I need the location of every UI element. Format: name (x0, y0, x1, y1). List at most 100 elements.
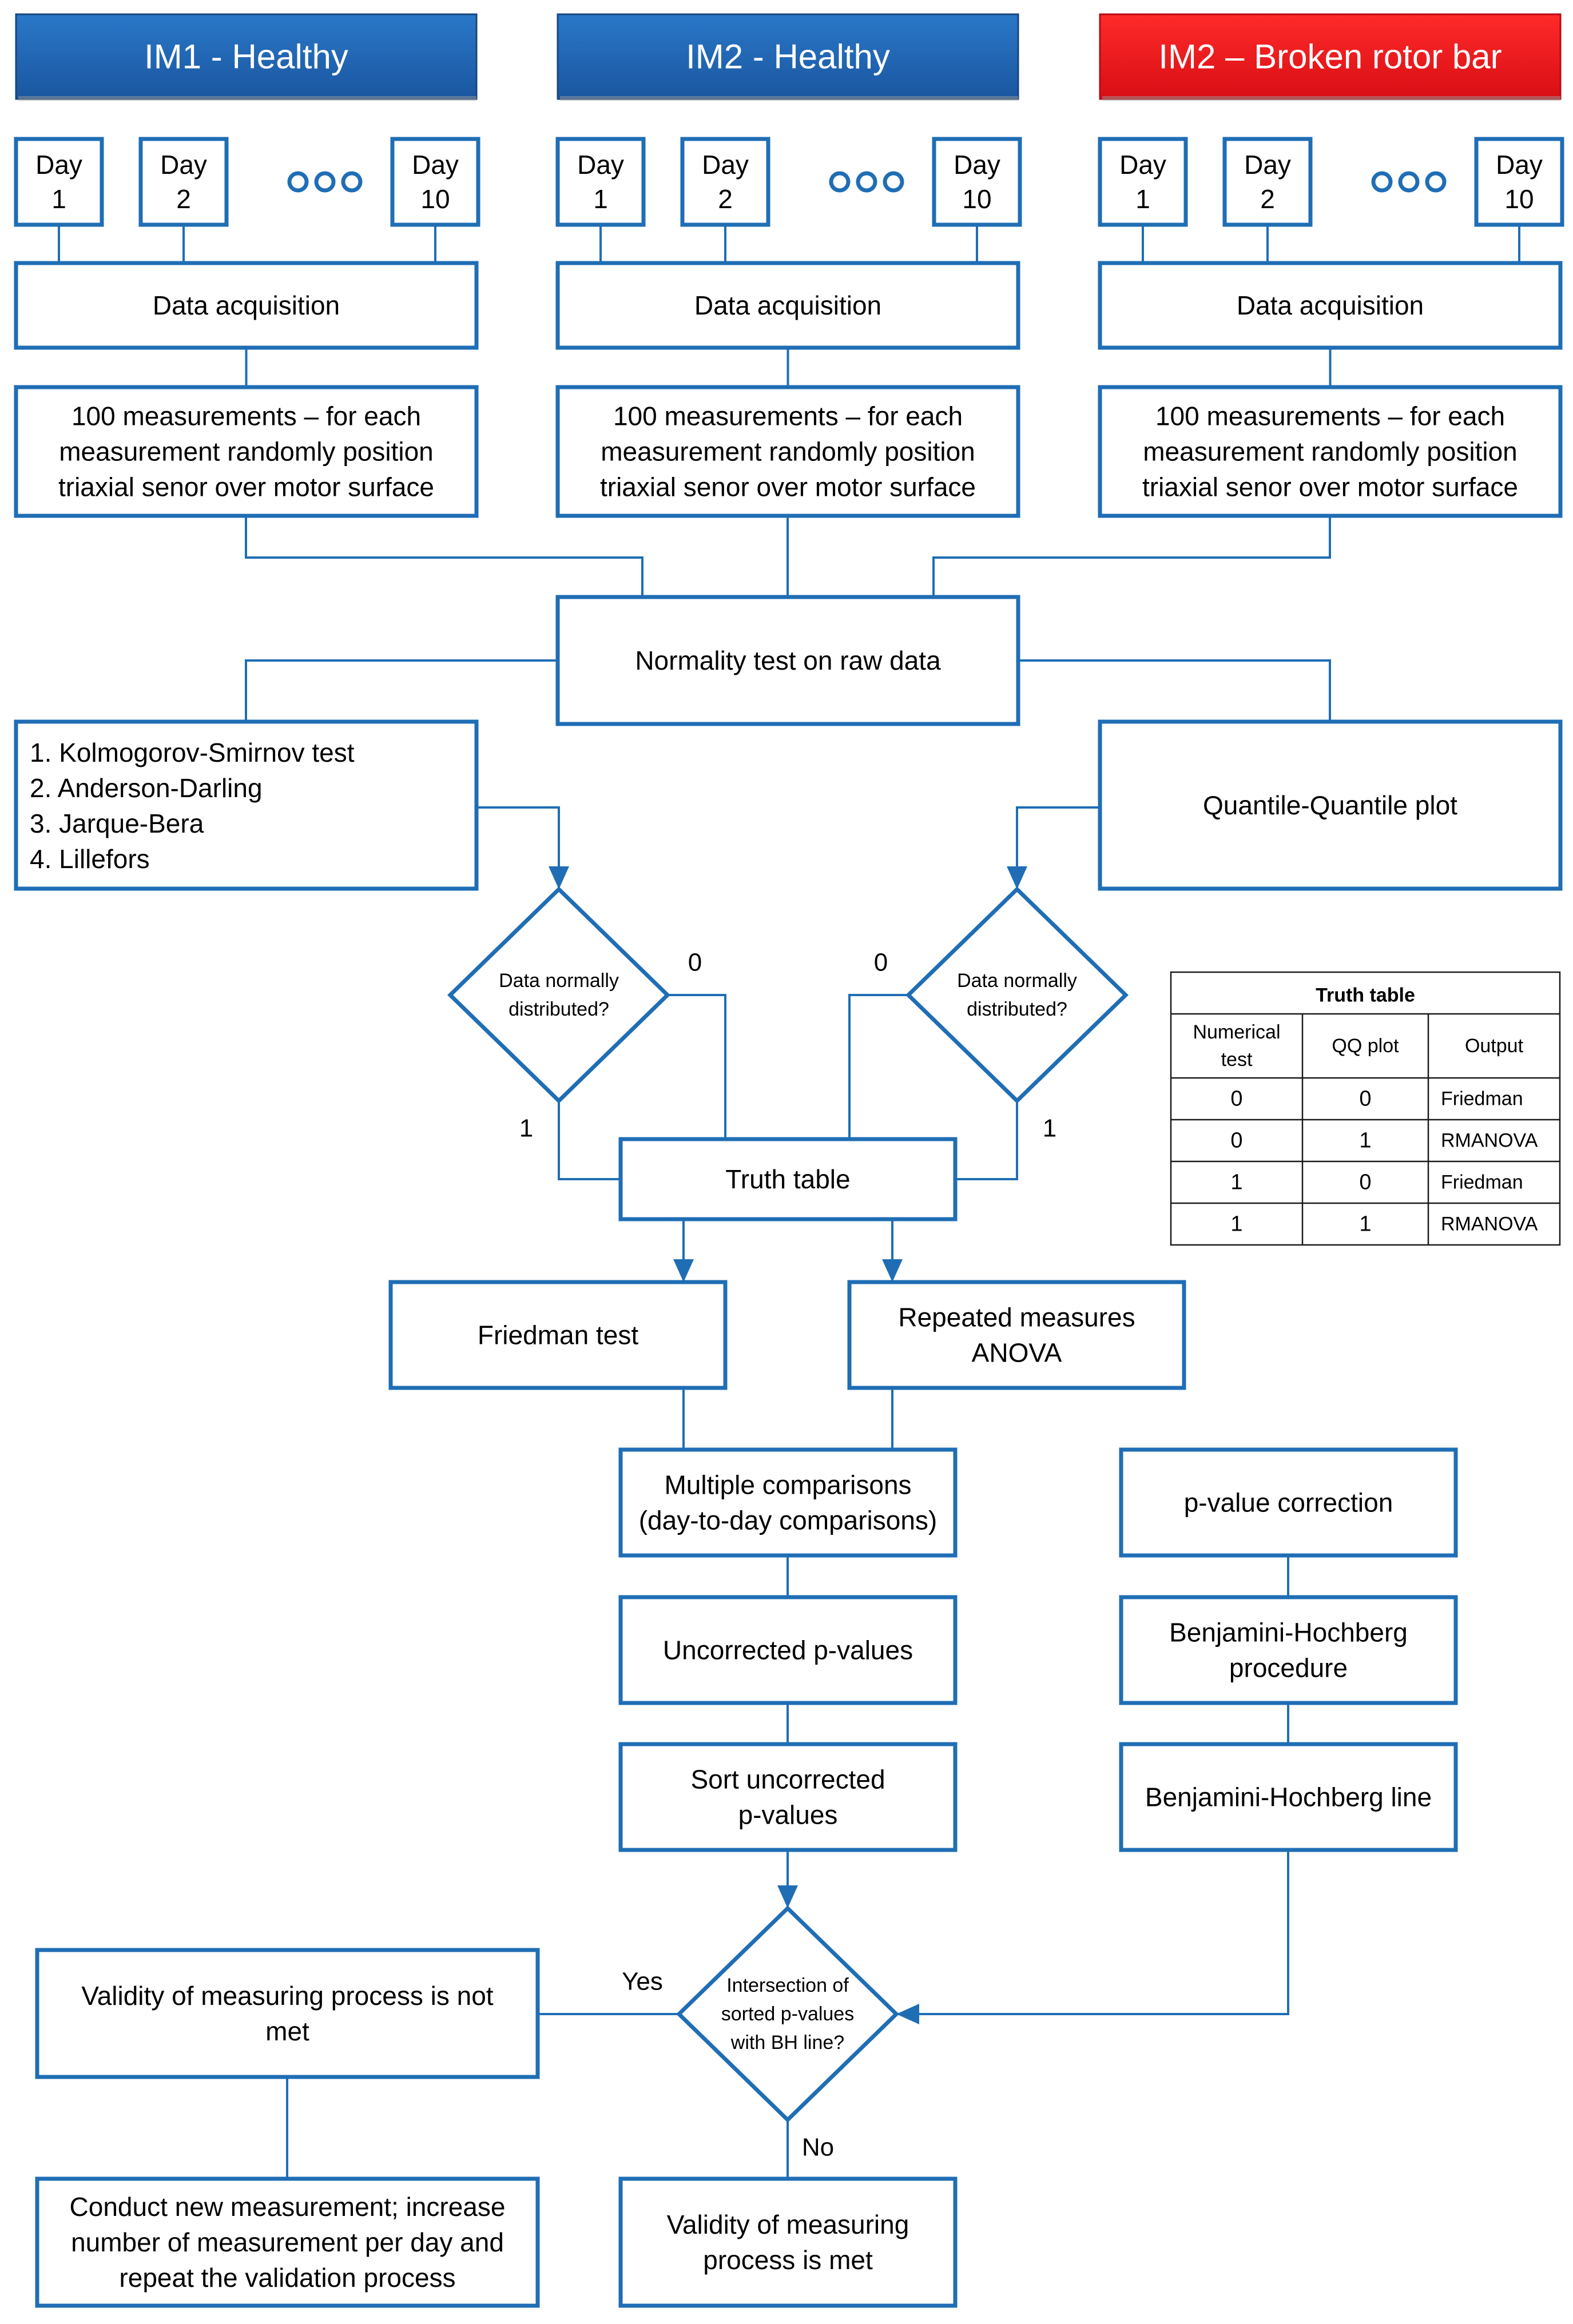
group-2-measurements-label: measurement randomly position (601, 437, 975, 467)
edge-label-yes: Yes (622, 1968, 663, 1996)
group-2-day-1-label: Day (577, 150, 624, 180)
group-3-day-2-frame (1222, 137, 1313, 227)
edge-label-zero-right: 0 (874, 949, 888, 977)
group-3-measurements-frame (1098, 385, 1563, 518)
edge-label-one-left: 1 (519, 1115, 533, 1143)
group-2-header-shadow (560, 96, 1018, 101)
multiple-comparisons-box-label: (day-to-day comparisons) (639, 1506, 938, 1535)
bh-line-box: Benjamini-Hochberg line (1119, 1742, 1458, 1852)
bh-line-box-frame (1119, 1742, 1458, 1852)
group-1-data-acquisition: Data acquisition (14, 261, 479, 350)
normality-to-qq-plot (1018, 659, 1331, 722)
group-3-day-3-label: 10 (1504, 184, 1534, 214)
truth-table-header: Output (1465, 1035, 1524, 1057)
group-1-day-2-frame (138, 137, 229, 227)
bh-procedure-box-label: Benjamini-Hochberg (1169, 1618, 1408, 1648)
truth-table-cell: RMANOVA (1441, 1213, 1538, 1235)
pvalue-correction-box: p-value correction (1119, 1447, 1458, 1558)
tests-list-item: 3. Jarque-Bera (30, 809, 204, 838)
group-1-day-3-label: 10 (420, 184, 450, 214)
decision-numeric-shape (447, 886, 671, 1104)
truth-table-cell: 1 (1359, 1212, 1371, 1236)
group-3-day-3: Day 10 (1474, 137, 1564, 227)
group-2-day-2-label: Day (702, 150, 749, 180)
group-2-day-3-label: 10 (962, 184, 991, 214)
qq-plot-box-frame (1098, 719, 1563, 891)
group-1-day-2-label: 2 (176, 184, 191, 214)
group-3-header-shadow (1102, 96, 1560, 101)
truth-table-cell: 0 (1230, 1087, 1242, 1111)
truth-table-cell: 1 (1359, 1129, 1371, 1153)
group-3-header: IM2 – Broken rotor bar (1099, 13, 1562, 101)
group-1-measurements-frame (14, 385, 479, 518)
group-1-day-1-label: 1 (51, 184, 66, 214)
group-1-day-1-label: Day (35, 150, 82, 180)
edge-label-one-right: 1 (1043, 1115, 1056, 1143)
group-3-data-acquisition-label: Data acquisition (1237, 290, 1424, 320)
group-2-day-3-frame (932, 137, 1022, 227)
qq-plot-box: Quantile-Quantile plot (1098, 719, 1563, 891)
group-2-data-acquisition-label: Data acquisition (694, 290, 881, 320)
connector-lines (58, 225, 1520, 2179)
uncorrected-pvalues-box: Uncorrected p-values (618, 1595, 958, 1705)
bh-procedure-box-frame (1119, 1595, 1458, 1705)
bh-line-to-intersection (896, 1850, 1289, 2024)
group-3-day-3-label: Day (1496, 150, 1543, 180)
measurement-to-normality-right (932, 516, 1331, 597)
group-1-measurements-label: measurement randomly position (59, 437, 434, 467)
multiple-comparisons-box: Multiple comparisons(day-to-day comparis… (618, 1447, 958, 1558)
group-1-day-1: Day 1 (14, 137, 104, 227)
truth-table-header: test (1221, 1049, 1253, 1071)
validity-met-box-label: Validity of measuring (667, 2210, 909, 2239)
validity-not-met-box-label: met (265, 2016, 309, 2046)
tests-list-to-decision (476, 806, 569, 889)
validity-met-box-label: process is met (703, 2245, 873, 2275)
decision-intersection-label: sorted p-values (721, 2003, 854, 2025)
new-measurement-box-label: number of measurement per day and (71, 2227, 504, 2257)
group-2-data-acquisition-frame (555, 261, 1020, 350)
group-3-day-2-label: 2 (1260, 184, 1275, 214)
bh-line-box-label: Benjamini-Hochberg line (1145, 1782, 1432, 1812)
decision-intersection-label: Intersection of (726, 1975, 849, 1996)
measurement-to-normality-left (245, 516, 644, 597)
group-1-day-3-label: Day (412, 150, 459, 180)
three-circles-icon (287, 171, 363, 193)
decision-intersection-shape (676, 1905, 900, 2123)
validity-met-box-frame (618, 2176, 958, 2308)
group-2-day-2-label: 2 (718, 184, 733, 214)
pvalue-correction-box-frame (1119, 1447, 1458, 1558)
group-1-header-shadow (18, 96, 476, 101)
group-2-data-acquisition: Data acquisition (555, 261, 1020, 350)
group-3-day-2-label: Day (1244, 150, 1291, 180)
decision-qq-one-path (955, 1101, 1018, 1180)
group-1-header-bg (15, 13, 478, 100)
normality-test-box-label: Normality test on raw data (635, 646, 941, 675)
truth-table-box-label: Truth table (725, 1164, 850, 1194)
group-1-day-3-frame (390, 137, 480, 227)
truth-table-cell: RMANOVA (1441, 1130, 1538, 1152)
truth-table-header: Numerical (1193, 1021, 1280, 1043)
group-3-measurements-label: measurement randomly position (1143, 437, 1518, 467)
group-2-measurements-frame (555, 385, 1020, 518)
new-measurement-box-label: Conduct new measurement; increase (70, 2192, 506, 2222)
group-2-header-bg (557, 13, 1019, 100)
tests-list-item: 4. Lillefors (30, 844, 150, 874)
validity-not-met-box-frame (35, 1948, 540, 2079)
truth-table-frame (1170, 971, 1561, 1246)
group-1-data-acquisition-label: Data acquisition (153, 290, 340, 320)
uncorrected-pvalues-box-label: Uncorrected p-values (663, 1635, 913, 1665)
truth-table-cell: Friedman (1441, 1172, 1523, 1193)
group-3-data-acquisition: Data acquisition (1098, 261, 1563, 350)
tests-list-item: 1. Kolmogorov-Smirnov test (30, 738, 355, 767)
sort-pvalues-box-label: Sort uncorrected (690, 1765, 885, 1794)
normality-to-tests-list (245, 659, 558, 722)
group-3-header-bg (1099, 13, 1562, 100)
group-3-day-2: Day 2 (1222, 137, 1313, 227)
